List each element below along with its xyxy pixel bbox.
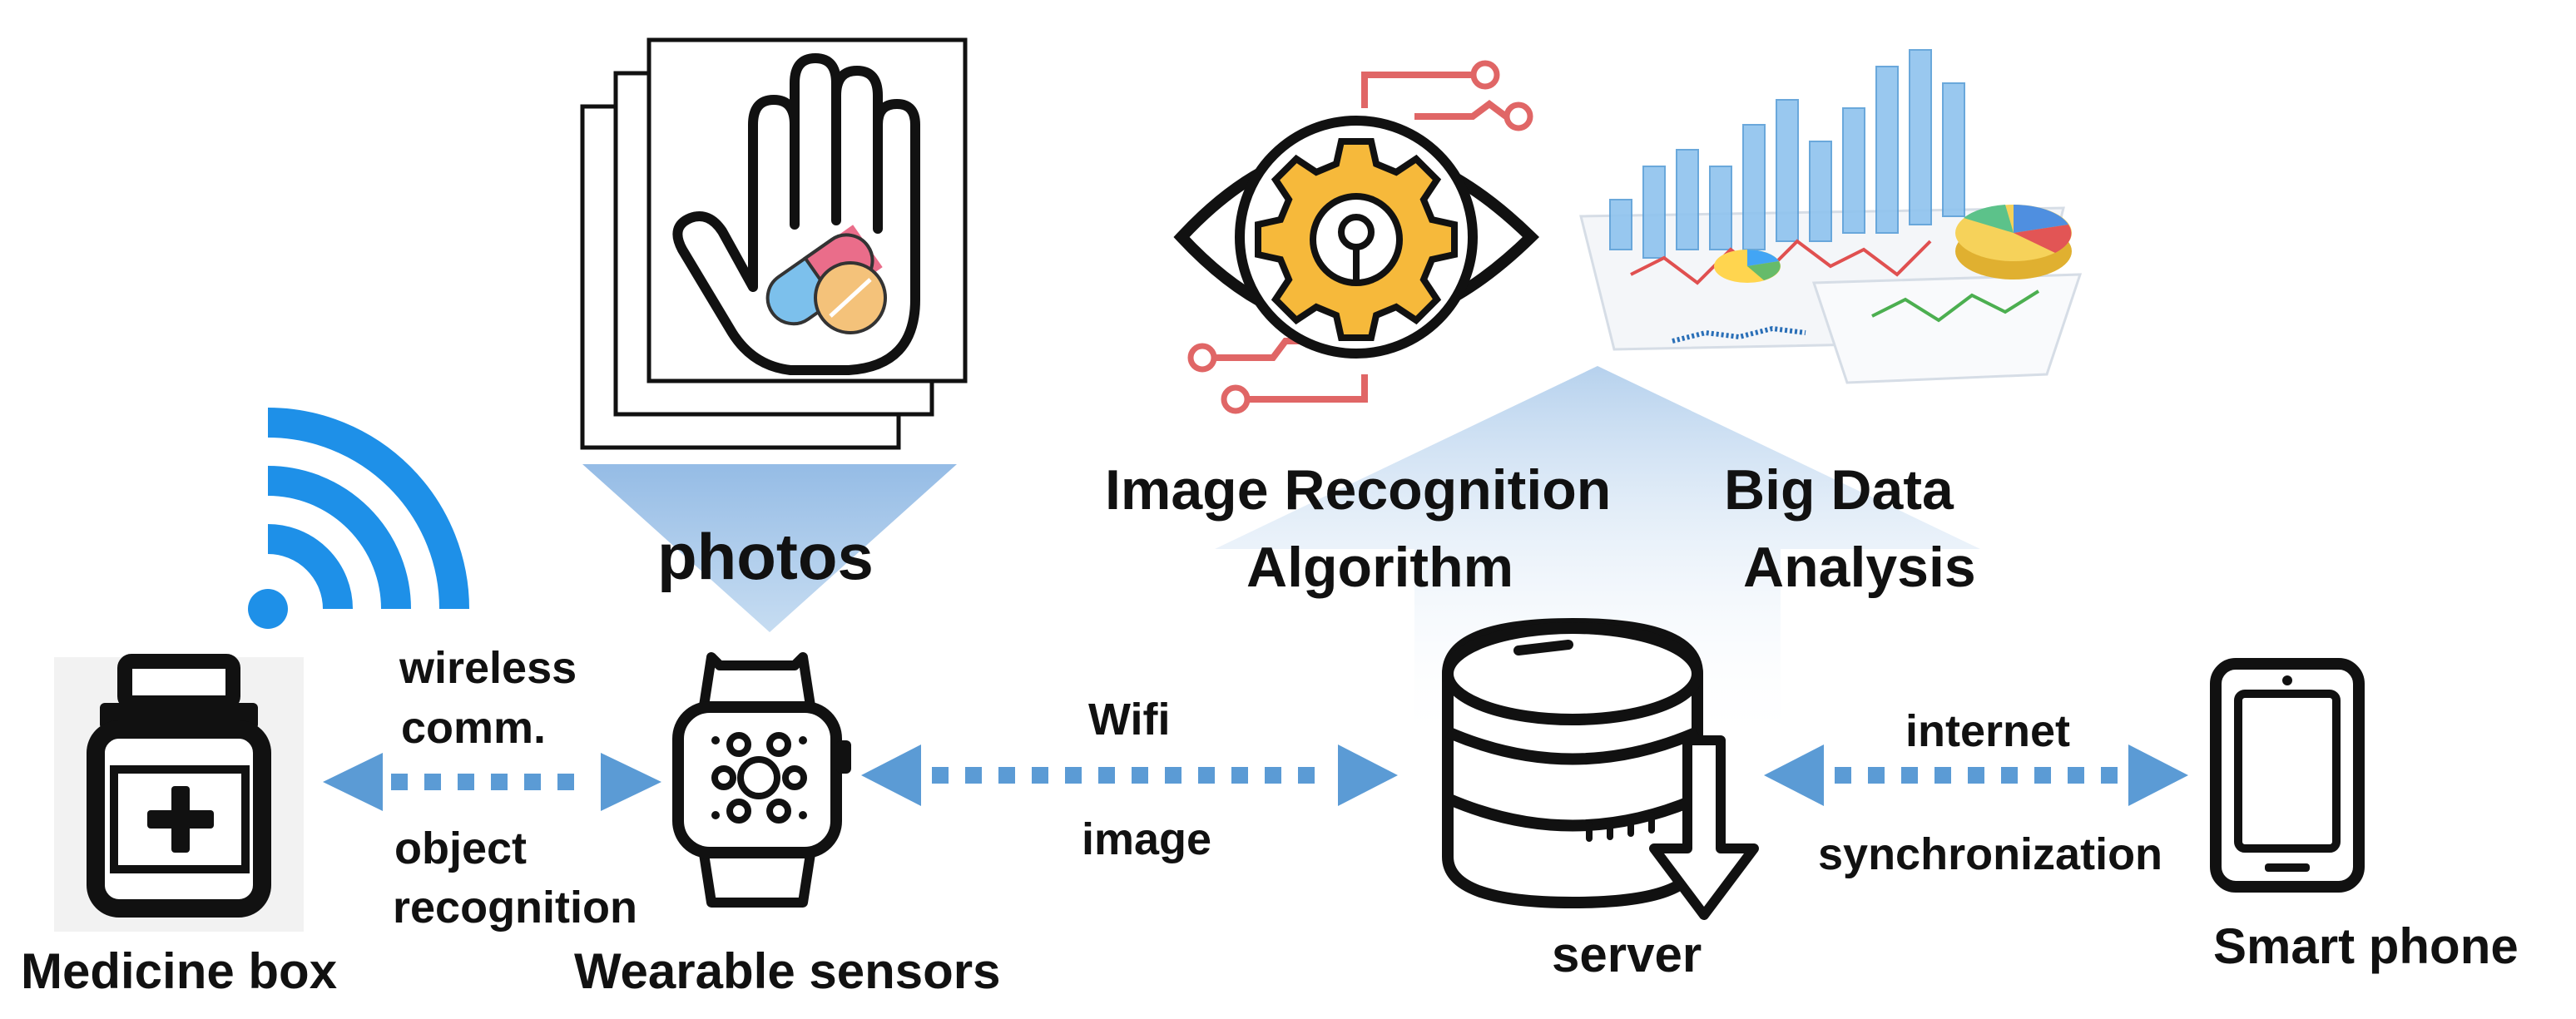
analysis-label: Analysis <box>1743 536 1976 599</box>
medicine-box-label: Medicine box <box>21 943 338 999</box>
data-charts-icon <box>1579 49 2083 384</box>
upload-arrow-shape <box>1215 366 1980 749</box>
image-label: image <box>1082 814 1212 864</box>
comm-label: comm. <box>401 703 547 753</box>
arrow-wearable-server <box>861 744 1398 806</box>
server-label: server <box>1552 927 1702 982</box>
wireless-label: wireless <box>399 643 577 693</box>
photo-stack-hand-pills-icon <box>580 37 968 450</box>
wifi-label: Wifi <box>1088 695 1171 744</box>
internet-label: internet <box>1905 706 2071 756</box>
medicine-box-icon <box>54 654 304 932</box>
smartphone-icon <box>2210 658 2365 893</box>
recognition-label: recognition <box>393 883 637 932</box>
big-data-label: Big Data <box>1724 458 1954 522</box>
synchronization-label: synchronization <box>1818 829 2163 879</box>
image-recognition-label: Image Recognition <box>1105 458 1612 522</box>
arrow-server-phone <box>1764 744 2188 806</box>
smart-phone-label: Smart phone <box>2213 918 2519 974</box>
algorithm-label: Algorithm <box>1246 536 1514 599</box>
photos-funnel-shape <box>582 464 957 632</box>
smartwatch-icon <box>672 652 851 908</box>
wearable-sensors-label: Wearable sensors <box>574 943 1001 999</box>
database-server-icon <box>1442 617 1759 920</box>
object-label: object <box>394 824 528 873</box>
eye-gear-icon <box>1173 60 1540 414</box>
photos-label: photos <box>657 520 874 593</box>
wifi-signal-icon <box>248 408 469 629</box>
arrow-medicine-wearable <box>323 753 661 811</box>
